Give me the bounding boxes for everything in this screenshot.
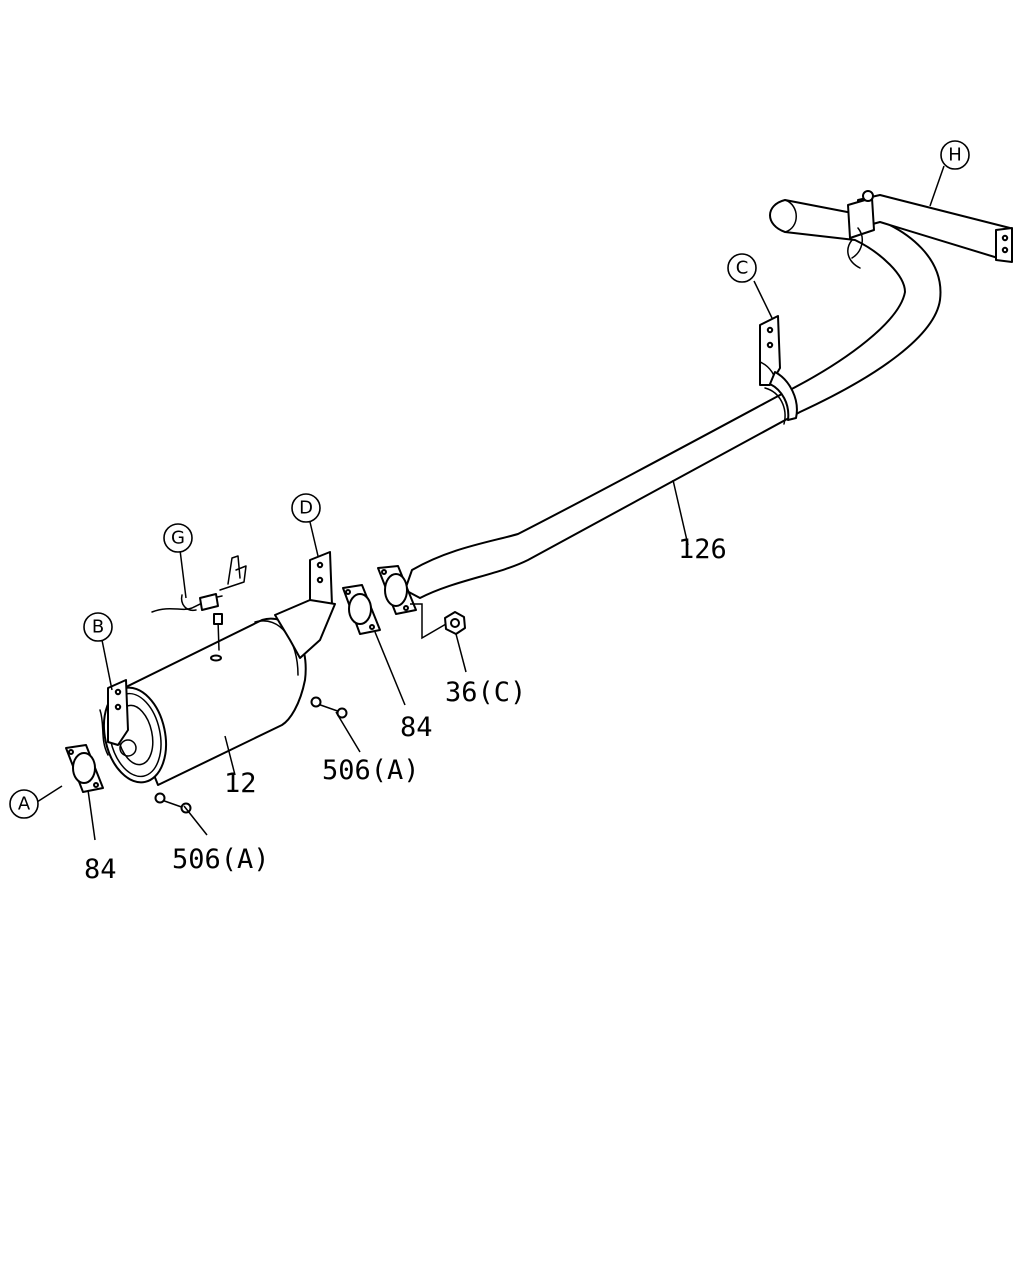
gasket-front bbox=[65, 744, 104, 793]
nut bbox=[444, 611, 466, 635]
svg-text:B: B bbox=[92, 617, 104, 638]
reference-marks: A B C D G H bbox=[9, 140, 970, 819]
bolt-rear bbox=[310, 696, 348, 719]
callout-nut: 36(C) bbox=[445, 677, 526, 708]
reference-mark-c: C bbox=[727, 253, 757, 283]
svg-text:G: G bbox=[171, 528, 185, 549]
svg-text:H: H bbox=[948, 145, 962, 166]
tail-pipe bbox=[404, 199, 942, 599]
callout-gasket-rear: 84 bbox=[400, 712, 433, 743]
muffler-hanger-bracket bbox=[274, 551, 336, 659]
svg-text:D: D bbox=[299, 498, 313, 519]
reference-mark-a: A bbox=[9, 789, 39, 819]
pipe-inlet-flange bbox=[377, 565, 417, 615]
leader-lines bbox=[36, 165, 945, 841]
reference-mark-d: D bbox=[291, 493, 321, 523]
reference-mark-g: G bbox=[163, 523, 193, 553]
svg-text:A: A bbox=[18, 794, 31, 815]
gasket-rear bbox=[342, 584, 381, 635]
rear-hanger-bracket bbox=[847, 190, 1013, 269]
bolt-front bbox=[154, 792, 192, 814]
reference-mark-b: B bbox=[83, 612, 113, 642]
callout-bolt-front: 506(A) bbox=[172, 844, 270, 875]
exhaust-sensor bbox=[151, 555, 247, 651]
callout-bolt-rear: 506(A) bbox=[322, 755, 420, 786]
front-hanger-bracket bbox=[99, 679, 129, 756]
callout-pipe: 126 bbox=[678, 534, 727, 565]
callout-muffler: 12 bbox=[224, 768, 257, 799]
middle-hanger-bracket bbox=[759, 315, 798, 425]
svg-text:C: C bbox=[736, 258, 749, 279]
reference-mark-h: H bbox=[940, 140, 970, 170]
part-callouts: 126 12 84 84 506(A) 506(A) 36(C) bbox=[84, 534, 727, 885]
callout-gasket-front: 84 bbox=[84, 854, 117, 885]
